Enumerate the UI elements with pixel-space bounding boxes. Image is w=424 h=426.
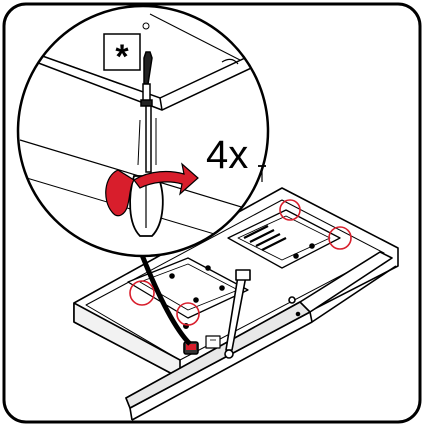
highlight-circle-icon <box>129 280 155 306</box>
repeat-count-label: 4x <box>206 133 248 177</box>
step-marker: * <box>115 38 129 76</box>
rotation-arrow-icon <box>105 162 199 217</box>
zoom-detail: * 4x <box>16 4 270 258</box>
screwdriver-icon <box>140 51 153 173</box>
highlight-circles <box>129 199 352 326</box>
highlight-circle-icon <box>328 226 352 250</box>
cable-line <box>139 254 192 346</box>
highlight-circle-icon <box>176 302 200 326</box>
highlight-circle-icon <box>279 199 301 221</box>
step-marker-box: * <box>103 33 141 76</box>
vent-slots <box>243 225 287 251</box>
product-illustration <box>73 187 399 421</box>
small-screw-icon <box>258 165 266 182</box>
